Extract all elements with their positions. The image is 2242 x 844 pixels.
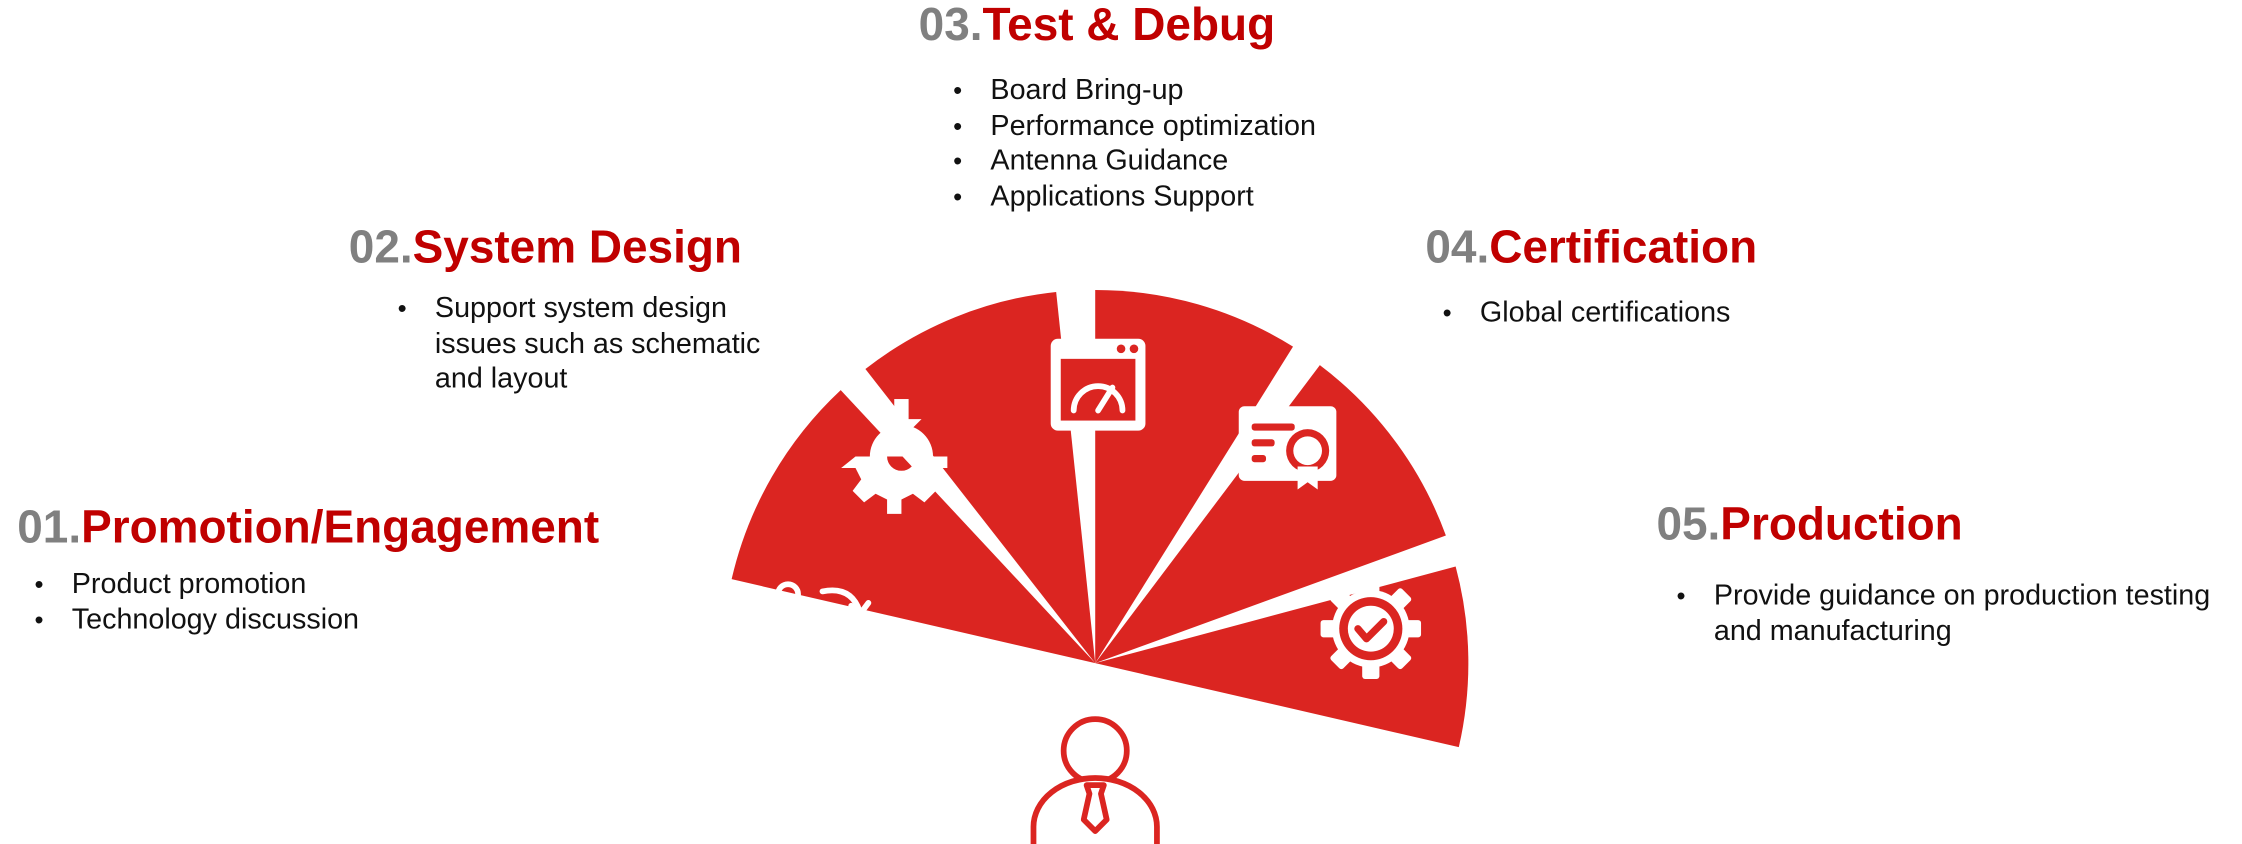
gear-tooth	[1330, 647, 1353, 670]
step-number: 04.	[1425, 221, 1490, 273]
bullet-item: Support system design issues such as sch…	[398, 292, 800, 398]
bullet-item: Provide guidance on production testing a…	[1677, 579, 2242, 650]
step-title: 03.Test & Debug	[919, 0, 1427, 51]
certificate-icon	[1238, 406, 1337, 490]
step-number: 01.	[17, 500, 82, 553]
bullet-list: Product promotion Technology discussion	[34, 567, 465, 638]
bullet-item: Global certifications	[1443, 296, 1874, 331]
fan-segment-2	[865, 291, 1096, 664]
gear-tooth	[1403, 620, 1422, 638]
step-03: 03.Test & Debug Board Bring-up Performan…	[919, 0, 1427, 215]
step-number: 05.	[1656, 498, 1721, 550]
step-name: Promotion/Engagement	[81, 500, 600, 553]
bullet-list: Support system design issues such as sch…	[398, 292, 800, 398]
step-number: 02.	[348, 221, 413, 273]
step-05: 05.Production Provide guidance on produc…	[1656, 498, 2242, 650]
step-name: Certification	[1489, 221, 1758, 273]
gear-tooth	[1389, 588, 1412, 611]
step-02: 02.System Design Support system design i…	[349, 222, 800, 397]
bullet-item: Technology discussion	[34, 603, 465, 638]
gear-check-icon	[1320, 578, 1422, 679]
person-tie-icon	[1030, 716, 1160, 844]
step-number: 03.	[918, 0, 983, 51]
gear-tooth	[1362, 661, 1380, 679]
step-01: 01.Promotion/Engagement Product promotio…	[17, 502, 599, 638]
gear-tooth	[1330, 588, 1353, 611]
gear-tooth	[1362, 578, 1380, 596]
gear-tooth	[1320, 620, 1338, 638]
fan-segment-4	[1095, 365, 1446, 664]
step-name: System Design	[412, 221, 742, 273]
bullet-item: Board Bring-up	[953, 73, 1427, 108]
gear-tooth	[1389, 647, 1412, 670]
step-04: 04.Certification Global certifications	[1425, 222, 1873, 331]
step-title: 04.Certification	[1425, 222, 1873, 273]
bullet-list: Board Bring-up Performance optimization …	[953, 73, 1427, 214]
people-exchange-icon	[747, 581, 872, 676]
bullet-item: Product promotion	[34, 567, 465, 602]
fan-segment-1	[731, 390, 1096, 664]
bullet-item: Performance optimization	[953, 109, 1427, 144]
gear-download-icon	[841, 399, 948, 514]
browser-gauge-icon	[1050, 338, 1146, 431]
step-name: Test & Debug	[982, 0, 1276, 51]
bullet-list: Global certifications	[1443, 296, 1874, 331]
bullet-item: Antenna Guidance	[953, 144, 1427, 179]
bullet-list: Provide guidance on production testing a…	[1677, 579, 2242, 650]
step-title: 01.Promotion/Engagement	[17, 502, 599, 553]
step-title: 05.Production	[1656, 498, 2242, 551]
step-name: Production	[1720, 498, 1963, 550]
step-title: 02.System Design	[349, 222, 800, 273]
bullet-item: Applications Support	[953, 179, 1427, 214]
